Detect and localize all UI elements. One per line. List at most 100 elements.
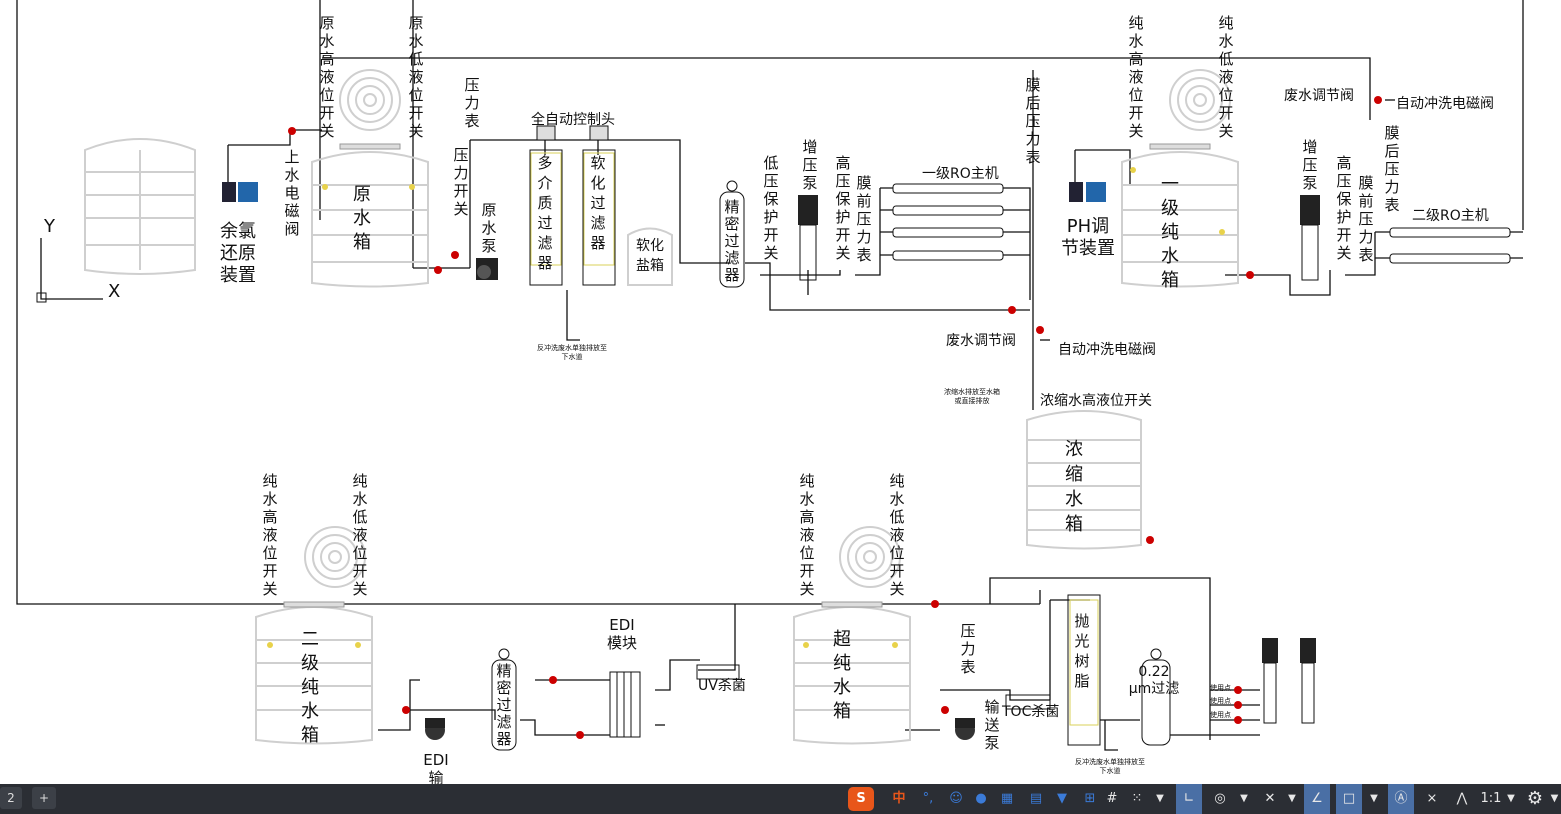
label-backwash-note-2: 反冲洗废水单独排放至下水道 (1075, 757, 1145, 775)
label-delivery-pump: 输送泵 (984, 698, 999, 752)
add-layout-button[interactable]: + (32, 787, 56, 809)
microphone-icon[interactable]: ● (975, 791, 987, 806)
label-toc-sterilizer: TOC杀菌 (1001, 704, 1059, 720)
scale-dropdown-icon[interactable]: ▼ (1507, 793, 1515, 804)
ime-logo-icon[interactable]: S (848, 787, 874, 811)
label-uv-sterilizer: UV杀菌 (698, 678, 746, 694)
label-ultra-tank: 超纯水箱 (833, 629, 851, 722)
axis-x-label: X (108, 281, 120, 302)
label-pure2-tank: 二级纯水箱 (301, 629, 319, 746)
label-booster-pump-1: 增压泵 (802, 138, 817, 192)
snap-mode-icon[interactable]: ⁙ (1131, 791, 1143, 806)
ime-punctuation-toggle[interactable]: °, (922, 791, 934, 806)
label-raw-high-switch: 原水高液位开关 (319, 14, 334, 140)
label-brine-tank: 软化盐箱 (636, 238, 664, 274)
auto-scale-icon[interactable]: ⨯ (1426, 791, 1438, 806)
label-inlet-valve: 上水电磁阀 (284, 148, 299, 238)
label-concentrate-high-switch: 浓缩水高液位开关 (1040, 392, 1152, 409)
label-pure1-low-switch: 纯水低液位开关 (1218, 14, 1233, 140)
pumps (222, 182, 1320, 740)
layout-tab[interactable]: 2 (0, 787, 22, 809)
status-bar: 2 + S 中 °, ☺ ● ▦ ▤ ▼ ⊞ # ⁙ ▼ ∟ ◎ ▼ ✕ ▼ ∠… (0, 784, 1561, 814)
label-pre-membrane-gauge-2: 膜前压力表 (1358, 174, 1373, 264)
object-snap-icon[interactable]: □ (1336, 784, 1362, 814)
grid-display-icon[interactable]: # (1106, 791, 1118, 806)
label-use-point-2: 使用点 (1210, 696, 1231, 705)
pure1-tank-shape (1121, 69, 1239, 288)
label-pressure-gauge-1: 压力表 (464, 76, 479, 130)
more-tools-icon[interactable]: ⊞ (1084, 791, 1096, 806)
filter-vessels (491, 125, 1171, 751)
label-high-pressure-switch-2: 高压保护开关 (1336, 154, 1351, 262)
label-pre-membrane-gauge-1: 膜前压力表 (856, 174, 871, 264)
ucs-axis-icon: Y X (36, 216, 120, 303)
label-auto-flush-valve-2: 自动冲洗电磁阀 (1396, 96, 1494, 112)
label-low-pressure-switch: 低压保护开关 (763, 154, 778, 262)
ime-language-toggle[interactable]: 中 (892, 791, 906, 806)
ultra-tank-shape (793, 526, 911, 745)
ro-membranes (892, 183, 1511, 264)
annotation-scale-icon[interactable]: ⋀ (1456, 791, 1468, 806)
label-pressure-switch-1: 压力开关 (453, 146, 468, 218)
chlorine-tank-shape (84, 138, 196, 275)
label-waste-valve-1: 废水调节阀 (946, 333, 1016, 349)
label-raw-pump: 原水泵 (481, 201, 496, 255)
object-snap-dropdown-icon[interactable]: ▼ (1370, 793, 1378, 804)
label-high-pressure-switch-1: 高压保护开关 (835, 154, 850, 262)
pure2-tank-shape (255, 526, 373, 745)
ortho-mode-icon[interactable]: ∟ (1176, 784, 1202, 814)
label-ultra-low-switch: 纯水低液位开关 (889, 472, 904, 598)
skin-icon[interactable]: ▼ (1057, 791, 1067, 806)
valves (267, 96, 1382, 739)
label-pure2-low-switch: 纯水低液位开关 (352, 472, 367, 598)
polar-tracking-icon[interactable]: ◎ (1214, 791, 1226, 806)
isodraft-dropdown-icon[interactable]: ▼ (1288, 793, 1296, 804)
label-booster-pump-2: 增压泵 (1302, 138, 1317, 192)
storage-tanks (84, 69, 1239, 745)
pipe-network (16, 0, 1524, 751)
emoji-icon[interactable]: ☺ (949, 791, 963, 806)
label-precision-filter-2: 精密过滤器 (496, 662, 511, 748)
label-auto-flush-valve-1: 自动冲洗电磁阀 (1058, 342, 1156, 358)
label-pure1-high-switch: 纯水高液位开关 (1128, 14, 1143, 140)
label-ultra-high-switch: 纯水高液位开关 (799, 472, 814, 598)
label-raw-tank: 原水箱 (353, 184, 371, 253)
label-ph-device: PH调节装置 (1061, 216, 1115, 259)
label-precision-filter-1: 精密过滤器 (724, 198, 739, 284)
snap-dropdown-icon[interactable]: ▼ (1156, 793, 1164, 804)
toolbox-icon[interactable]: ▤ (1029, 791, 1043, 806)
process-flow-diagram: Y X (16, 0, 1524, 784)
label-ro1-main: 一级RO主机 (922, 166, 999, 182)
object-snap-tracking-icon[interactable]: ∠ (1304, 784, 1330, 814)
axis-y-label: Y (43, 216, 56, 237)
label-post-membrane-gauge-2: 膜后压力表 (1384, 124, 1399, 214)
scale-selector[interactable]: 1:1 (1480, 791, 1502, 806)
settings-dropdown-icon[interactable]: ▼ (1550, 793, 1559, 804)
label-raw-low-switch: 原水低液位开关 (408, 14, 423, 140)
polar-dropdown-icon[interactable]: ▼ (1240, 793, 1248, 804)
label-backwash-note-1: 反冲洗废水单独排放至下水道 (537, 343, 607, 361)
label-pure1-tank: 一级纯水箱 (1161, 174, 1179, 291)
annotation-visibility-icon[interactable]: Ⓐ (1388, 784, 1414, 814)
label-post-membrane-gauge-1: 膜后压力表 (1025, 76, 1040, 166)
labels: 余氯还原装置 上水电磁阀 原水高液位开关 原水低液位开关 原水箱 压力表 压力开… (220, 14, 1494, 784)
label-concentrate-tank: 浓缩水箱 (1065, 439, 1083, 535)
label-multimedia-filter: 多介质过滤器 (537, 154, 552, 272)
settings-gear-icon[interactable]: ⚙ (1526, 788, 1544, 809)
label-pure2-high-switch: 纯水高液位开关 (262, 472, 277, 598)
concentrate-tank-shape (1026, 410, 1142, 550)
label-pressure-gauge-2: 压力表 (960, 622, 975, 676)
label-use-point-3: 使用点 (1210, 710, 1231, 719)
label-ro2-main: 二级RO主机 (1412, 208, 1489, 224)
label-waste-valve-2: 废水调节阀 (1284, 88, 1354, 104)
label-use-point-1: 使用点 (1210, 683, 1231, 692)
label-chlorine-reducer: 余氯还原装置 (220, 221, 256, 286)
isodraft-icon[interactable]: ✕ (1264, 791, 1276, 806)
keyboard-icon[interactable]: ▦ (1000, 791, 1014, 806)
label-softener: 软化过滤器 (590, 154, 605, 252)
label-auto-control-head: 全自动控制头 (531, 111, 615, 128)
label-concentrate-note: 浓缩水排放至水箱或直接排放 (944, 387, 1000, 405)
